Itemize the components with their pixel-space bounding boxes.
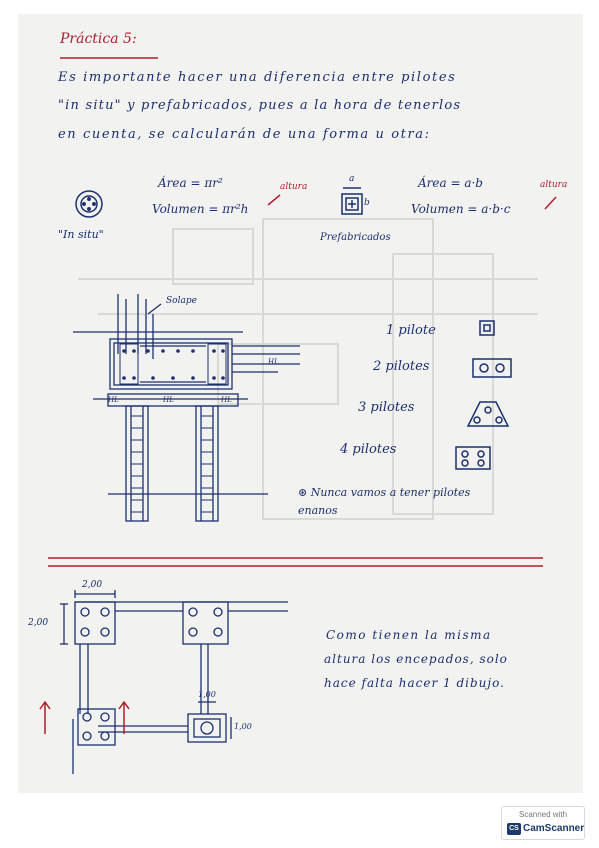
plan-red-arrows [39, 700, 130, 734]
pile-count-2: 2 pilotes [373, 359, 430, 374]
scanned-page: Práctica 5: Es importante hacer una dife… [18, 14, 583, 793]
scanner-watermark: Scanned with CS CamScanner [501, 806, 585, 840]
conclusion-line-2: altura los encepados, solo [324, 652, 508, 666]
intro-line-3: en cuenta, se calcularán de una forma u … [58, 127, 431, 142]
scanner-caption: Scanned with [518, 810, 568, 819]
plan-dim-small-top: 1,00 [198, 690, 216, 699]
two-piles-icon [472, 358, 512, 378]
prefab-area-formula: Área = a·b [418, 176, 483, 190]
plan-dim-left: 2,00 [28, 618, 49, 628]
altura-arrow-prefab [544, 196, 557, 210]
detail-rebar-dots [122, 349, 225, 380]
note-line-1: ⊛ Nunca vamos a tener pilotes [298, 486, 471, 499]
pile-cap-detail [73, 294, 300, 522]
conclusion-line-1: Como tienen la misma [326, 628, 492, 642]
intro-line-2: "in situ" y prefabricados, pues a la hor… [58, 98, 462, 113]
page-heading: Práctica 5: [60, 31, 137, 47]
insitu-altura-label: altura [280, 182, 308, 192]
pile-ladder-rungs [131, 415, 213, 513]
prefab-dim-b: b [364, 198, 370, 208]
altura-arrow-insitu [267, 194, 281, 206]
pile-count-1: 1 pilote [386, 323, 436, 338]
intro-line-1: Es importante hacer una diferencia entre… [58, 70, 457, 85]
pile-count-3: 3 pilotes [358, 400, 415, 415]
pile-count-4: 4 pilotes [340, 442, 397, 457]
solape-label: Solape [166, 296, 197, 306]
note-line-2: enanos [298, 504, 338, 517]
drawings [39, 57, 557, 774]
scanner-brand: CamScanner [523, 823, 585, 834]
insitu-area-formula: Área = πr² [158, 176, 223, 190]
plan-dim-small-right: 1,00 [234, 722, 252, 731]
prefab-altura-label: altura [540, 180, 568, 190]
detail-tag-4: HL [221, 396, 232, 404]
foundation-plan [60, 590, 288, 774]
one-pile-icon [479, 320, 495, 336]
three-piles-icon [466, 401, 510, 427]
bleed-through [78, 218, 538, 520]
prefab-volume-formula: Volumen = a·b·c [411, 202, 511, 216]
prefab-dim-a: a [349, 174, 355, 184]
insitu-volume-formula: Volumen = πr²h [152, 202, 249, 216]
detail-tag-2: HL [108, 396, 119, 404]
detail-tag-3: HL [163, 396, 174, 404]
conclusion-line-3: hace falta hacer 1 dibujo. [324, 676, 505, 690]
prefab-square-icon [341, 187, 363, 215]
insitu-circle-icon [75, 190, 103, 218]
detail-tag-1: HL [268, 358, 279, 366]
plan-dim-top: 2,00 [82, 580, 103, 590]
four-piles-icon [455, 446, 491, 470]
insitu-label: "In situ" [58, 228, 104, 241]
prefab-label: Prefabricados [320, 232, 391, 243]
camscanner-logo-icon: CS [507, 823, 521, 835]
